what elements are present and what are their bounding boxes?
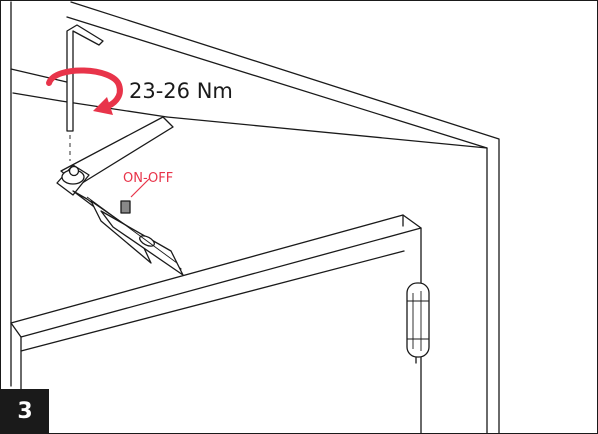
step-number: 3 [17,398,33,424]
door-frame [10,1,500,433]
closer-arm [56,116,184,276]
door-hinge-icon [406,282,430,364]
step-number-badge: 3 [1,389,49,433]
door-leaf [10,214,422,433]
hex-key-icon [66,24,104,161]
switch-label: ON-OFF [123,171,173,186]
switch-pointer-line [130,178,150,198]
torque-label: 23-26 Nm [129,79,233,103]
rotation-arrow-icon [46,67,123,115]
